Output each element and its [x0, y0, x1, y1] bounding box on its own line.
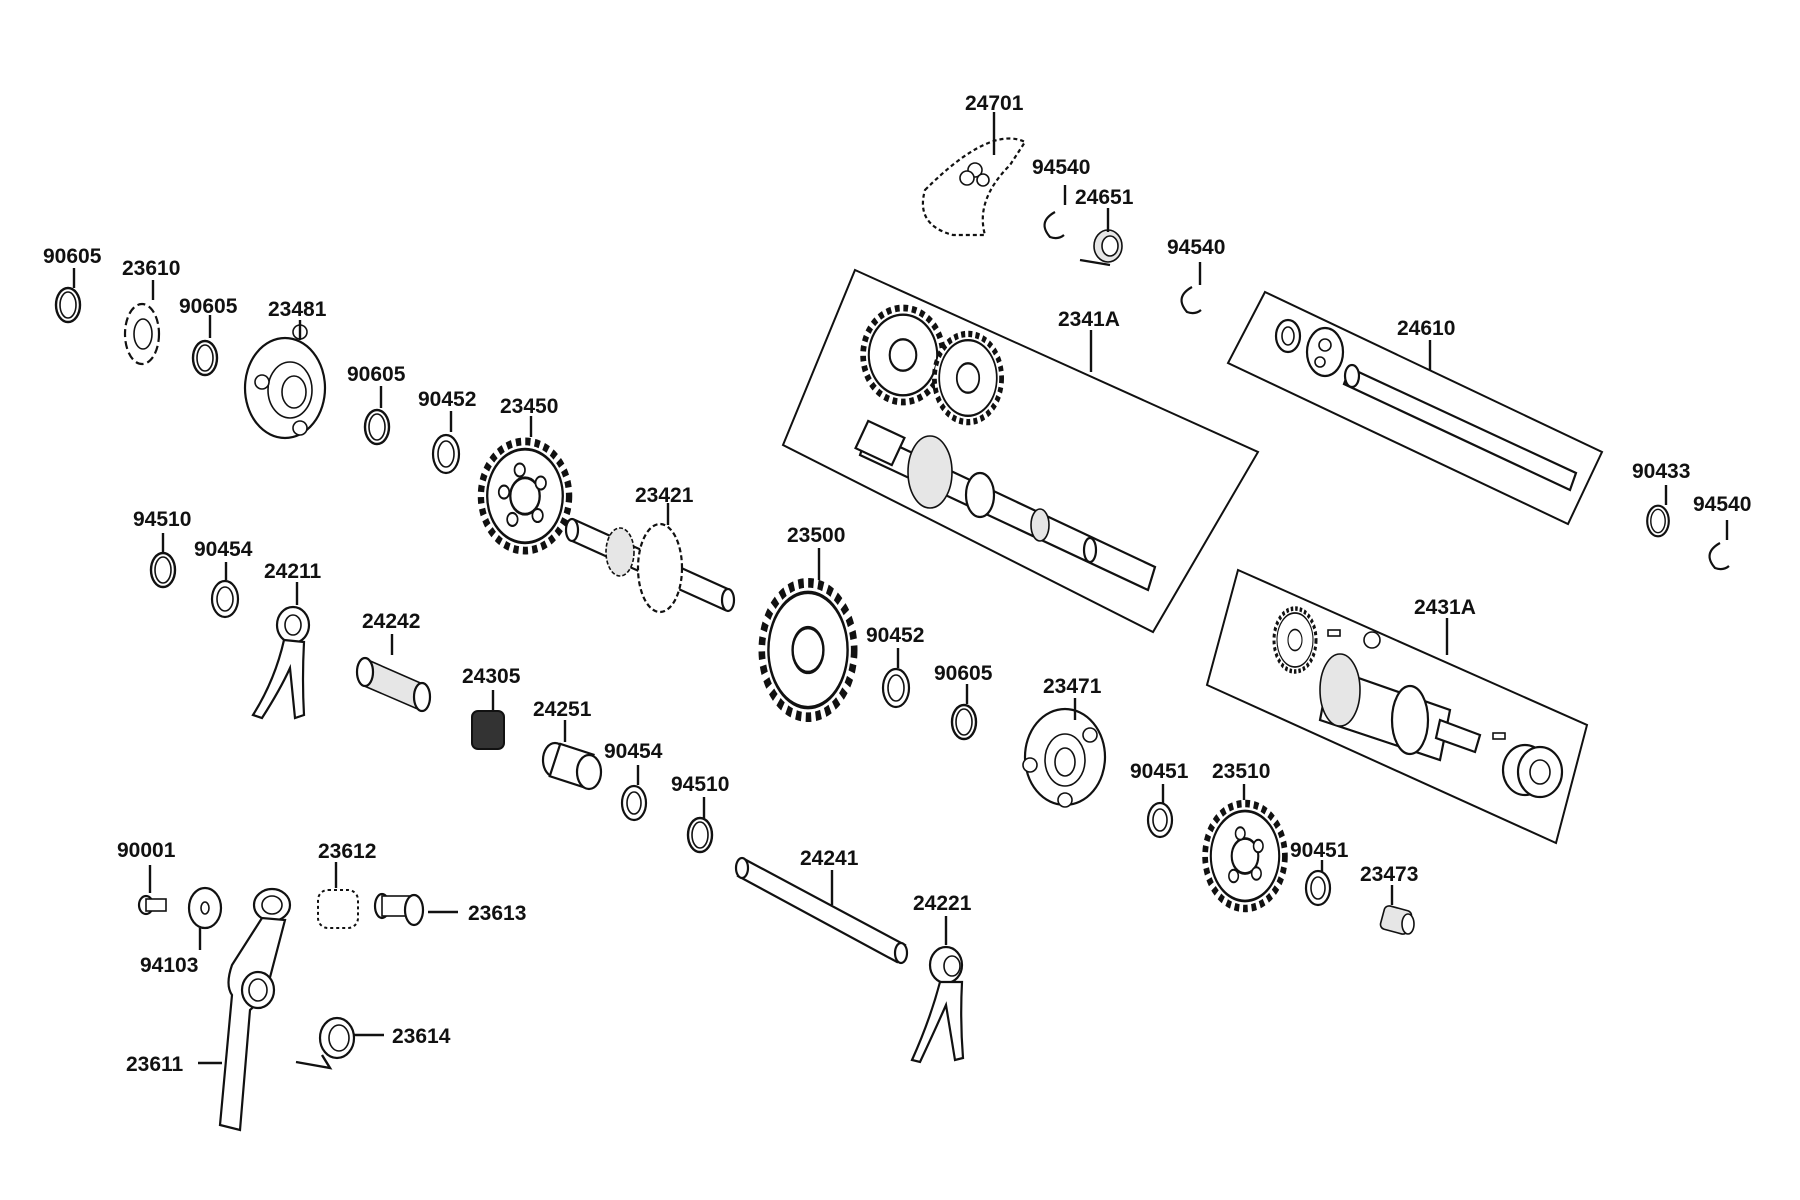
label-90451-b: 90451 — [1290, 839, 1349, 862]
washer-90451-b — [1304, 869, 1332, 907]
label-94540-a: 94540 — [1032, 156, 1090, 179]
label-24251: 24251 — [533, 698, 592, 721]
label-23610: 23610 — [122, 257, 180, 280]
ring-90433 — [1646, 504, 1670, 538]
bushing-23473 — [1379, 905, 1415, 935]
gear-23510 — [1205, 804, 1285, 909]
ring-94510-a — [149, 551, 177, 589]
gear-2341A-b — [934, 334, 1001, 422]
label-94510-a: 94510 — [133, 508, 191, 531]
washer-90452-b — [881, 667, 911, 709]
label-94540-b: 94540 — [1167, 236, 1225, 259]
label-24211: 24211 — [264, 560, 322, 583]
bolt-23613 — [373, 892, 425, 927]
ball-2431A — [1363, 631, 1381, 649]
label-24221: 24221 — [913, 892, 972, 915]
label-23473: 23473 — [1360, 863, 1418, 886]
ring-90605-c — [363, 408, 391, 446]
gear-23500 — [762, 583, 854, 717]
label-94103: 94103 — [140, 954, 198, 977]
label-23614: 23614 — [392, 1025, 451, 1048]
label-2431A: 2431A — [1414, 596, 1476, 619]
label-23481: 23481 — [268, 298, 327, 321]
label-90452-a: 90452 — [418, 388, 476, 411]
pin-2431A-a — [1327, 629, 1341, 637]
bearing-24242 — [355, 656, 432, 713]
assembly-box-24610 — [1226, 290, 1604, 526]
label-2341A: 2341A — [1058, 308, 1120, 331]
label-24241: 24241 — [800, 847, 859, 870]
washer-24610 — [1274, 318, 1302, 354]
washer-90451-a — [1146, 801, 1174, 839]
ring-90605-a — [54, 286, 82, 324]
shaft-23421 — [564, 517, 736, 614]
shaft-2341A — [854, 419, 1157, 592]
label-24242: 24242 — [362, 610, 420, 633]
label-90605-a: 90605 — [43, 245, 102, 268]
gear-2341A-a — [863, 308, 943, 402]
label-90605-b: 90605 — [179, 295, 238, 318]
kick-lever-23611 — [218, 887, 292, 1132]
label-23500: 23500 — [787, 524, 845, 547]
washer-90454-a — [210, 579, 240, 619]
fork-24221 — [910, 945, 965, 1064]
clutch-23481 — [243, 324, 327, 440]
nut-23610 — [123, 302, 161, 366]
label-24701: 24701 — [965, 92, 1024, 115]
washer-90454-b — [620, 784, 648, 822]
label-90454-b: 90454 — [604, 740, 663, 763]
label-90454-a: 90454 — [194, 538, 253, 561]
label-24610: 24610 — [1397, 317, 1455, 340]
label-23471: 23471 — [1043, 675, 1102, 698]
ring-90605-b — [191, 339, 219, 377]
label-94540-c: 94540 — [1693, 493, 1751, 516]
ring-90605-d — [950, 703, 978, 741]
fork-24211 — [251, 605, 311, 720]
sector-gear-24701 — [921, 137, 1027, 237]
clip-94540-b — [1180, 286, 1202, 315]
clutch-23471 — [1022, 707, 1107, 808]
bearing-2431A — [1501, 743, 1564, 799]
washer-90452-a — [431, 433, 461, 475]
gear-23450 — [481, 441, 569, 550]
washer-94103 — [187, 886, 223, 930]
label-23611: 23611 — [126, 1053, 184, 1076]
assembly-box-2341A — [781, 268, 1260, 634]
label-23613: 23613 — [468, 902, 526, 925]
label-24651: 24651 — [1075, 186, 1134, 209]
label-90452-b: 90452 — [866, 624, 924, 647]
label-90605-c: 90605 — [347, 363, 406, 386]
spring-23612 — [317, 889, 359, 929]
label-90001: 90001 — [117, 839, 176, 862]
label-94510-b: 94510 — [671, 773, 729, 796]
label-90605-d: 90605 — [934, 662, 993, 685]
collar-24251 — [541, 741, 603, 791]
shaft-24241 — [734, 856, 909, 965]
spring-23614 — [295, 1016, 356, 1070]
ring-94510-b — [686, 816, 714, 854]
shaft-24610 — [1342, 363, 1578, 492]
spring-24651 — [1079, 229, 1123, 267]
clip-94540-a — [1043, 211, 1065, 240]
clip-94540-c — [1708, 542, 1730, 571]
label-23450: 23450 — [500, 395, 558, 418]
label-90451-a: 90451 — [1130, 760, 1189, 783]
gear-2431A — [1274, 609, 1316, 672]
pin-2431A-b — [1492, 732, 1506, 740]
label-23612: 23612 — [318, 840, 376, 863]
label-23510: 23510 — [1212, 760, 1270, 783]
drum-2431A — [1318, 653, 1482, 762]
assembly-box-2431A — [1205, 568, 1589, 845]
label-23421: 23421 — [635, 484, 694, 507]
label-24305: 24305 — [462, 665, 521, 688]
bolt-90001 — [137, 894, 167, 916]
arm-24610 — [1305, 326, 1345, 378]
bearing-24305 — [471, 710, 505, 750]
label-90433: 90433 — [1632, 460, 1690, 483]
